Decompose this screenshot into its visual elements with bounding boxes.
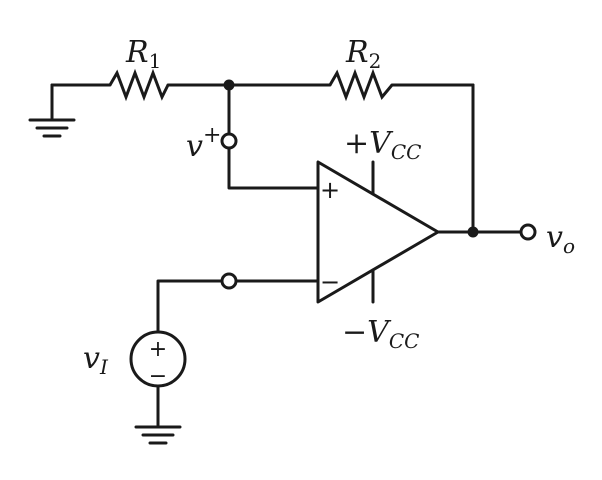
opamp-triangle [316,160,440,304]
inverting-input-terminal [220,272,238,290]
label-vo: vo [546,220,575,258]
resistor-r2 [328,68,394,102]
source-plus-sign: + [149,337,167,362]
top-wiring [50,83,475,234]
noninverting-input-wire [227,146,320,190]
source-minus-sign: − [149,364,167,389]
opamp-plus-sign: + [320,176,340,204]
label-r1: R1 [125,35,161,73]
label-vcc-positive: +VCC [344,126,421,164]
label-vcc-negative: −VCC [342,315,419,353]
ground-symbol-left [28,83,76,138]
label-r2: R2 [345,35,381,73]
ground-symbol-bottom [134,425,182,445]
output-terminal [519,223,537,241]
source-top-wire [156,279,224,334]
junction-node-output [467,226,479,238]
label-vplus: v+ [186,123,221,164]
resistor-r1 [108,68,170,102]
label-vi: vI [83,341,109,379]
opamp-minus-sign: − [320,268,340,296]
vplus-terminal [220,132,238,150]
